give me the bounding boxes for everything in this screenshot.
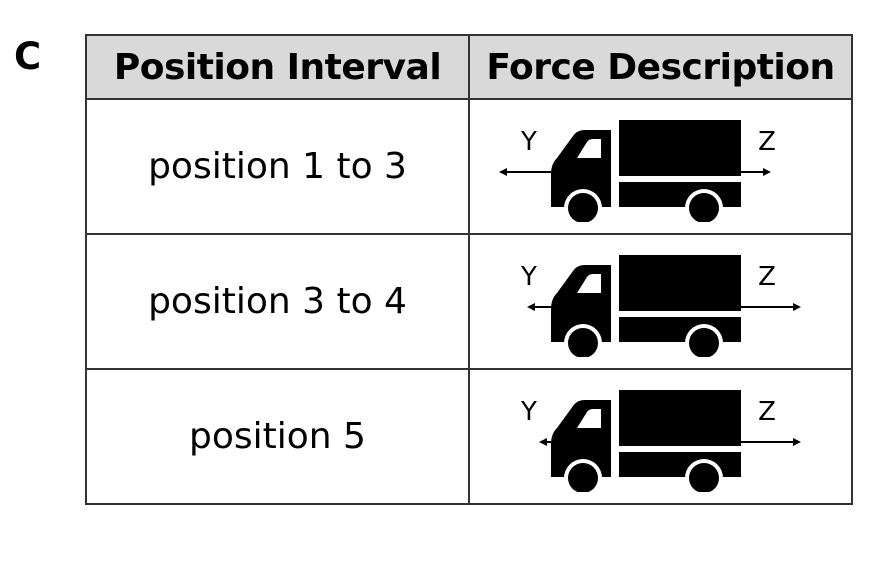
force-z-arrow: [740, 167, 771, 176]
interval-cell: position 1 to 3: [85, 98, 470, 235]
truck-icon: [550, 119, 741, 222]
force-y-arrow: [498, 167, 551, 176]
force-y-label: Y: [520, 262, 537, 292]
force-y-label: Y: [520, 397, 537, 427]
header-position-interval: Position Interval: [85, 34, 470, 100]
force-y-arrow: [538, 437, 551, 446]
force-table: Position Interval Force Description posi…: [85, 34, 853, 505]
force-z-label: Z: [758, 397, 776, 427]
force-z-arrow: [740, 437, 801, 446]
interval-cell: position 5: [85, 368, 470, 505]
truck-icon: [550, 389, 741, 492]
truck-icon: [550, 254, 741, 357]
header-force-description: Force Description: [468, 34, 853, 100]
option-letter: C: [14, 35, 42, 78]
force-y-arrow: [526, 302, 551, 311]
interval-cell: position 3 to 4: [85, 233, 470, 370]
force-z-label: Z: [758, 127, 776, 157]
force-z-arrow: [740, 302, 801, 311]
force-y-label: Y: [520, 127, 537, 157]
table-header-row: Position Interval Force Description: [85, 34, 853, 100]
force-z-label: Z: [758, 262, 776, 292]
